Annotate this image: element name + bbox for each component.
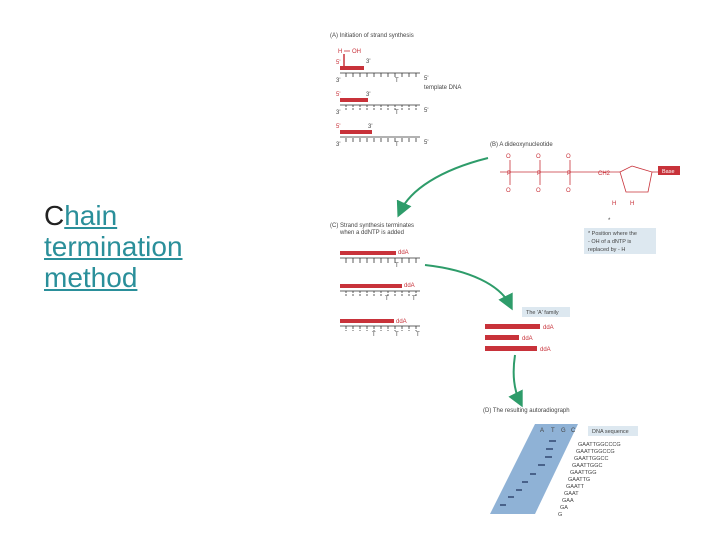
family-ddA-1: ddA [543, 325, 554, 331]
seq-2: GAATTGGCC [574, 456, 608, 462]
seq-10: G [558, 512, 562, 518]
panel-c-heading-1: (C) Strand synthesis terminates [330, 223, 414, 229]
title-word-termination[interactable]: termination [44, 231, 183, 262]
base-label: Base [662, 169, 675, 175]
atom-o-2: O [536, 154, 541, 160]
arrow-c-to-family [424, 264, 513, 311]
strand-1: 5' 3' 3' T 5' template DNA [336, 59, 461, 91]
c-t-6: T [416, 332, 420, 338]
strand-1-left: 3' [336, 78, 340, 84]
title-word-chain[interactable]: hain [64, 200, 118, 231]
atom-o-5: O [536, 188, 541, 194]
label-oh: OH [352, 49, 361, 55]
note-box [584, 228, 656, 254]
seq-3: GAATTGGC [572, 463, 602, 469]
note-line-1: * Position where the [588, 231, 637, 237]
atom-h-2: H [630, 201, 634, 207]
strand-2-left: 3' [336, 110, 340, 116]
strand-3-three: 3' [368, 124, 372, 130]
c-ddA-1: ddA [398, 250, 409, 256]
strand-2-end: 5' [424, 108, 428, 114]
panel-b: (B) A dideoxynucleotide O O O P P P O O … [490, 142, 680, 254]
c-t-1: T [395, 263, 399, 269]
atom-o-6: O [566, 188, 571, 194]
seq-4: GAATTGG [570, 470, 596, 476]
sequence-list: GAATTGGCCCG GAATTGGCCG GAATTGGCC GAATTGG… [558, 442, 621, 518]
panel-b-heading: (B) A dideoxynucleotide [490, 142, 553, 148]
seq-7: GAAT [564, 491, 579, 497]
strand-1-t: T [395, 78, 399, 84]
atom-o-1: O [506, 154, 511, 160]
strand-3-t: T [395, 142, 399, 148]
atom-ch2: CH2 [598, 171, 611, 177]
gel [490, 424, 578, 514]
arrow-family-to-d [508, 354, 523, 408]
strand-3-left: 3' [336, 142, 340, 148]
strand-3: 5' 3' 3' T 5' [336, 124, 428, 148]
seq-0: GAATTGGCCCG [578, 442, 621, 448]
arrow-a-to-c [396, 157, 489, 218]
family-ddA-3: ddA [540, 347, 551, 353]
panel-a-heading: (A) Initiation of strand synthesis [330, 33, 414, 39]
strand-1-three: 3' [366, 59, 370, 65]
strand-3-end: 5' [424, 140, 428, 146]
atom-h-1: H [612, 201, 616, 207]
label-h: H [338, 49, 342, 55]
seq-heading-box [588, 426, 638, 436]
seq-6: GAATT [566, 484, 585, 490]
strand-2: 5' 3' 3' T 5' [336, 92, 428, 116]
strand-2-t: T [395, 110, 399, 116]
family-label: The 'A' family [526, 310, 559, 316]
title-word-method[interactable]: method [44, 262, 138, 293]
c-ddA-2: ddA [404, 283, 415, 289]
atom-o-4: O [506, 188, 511, 194]
strand-1-five: 5' [336, 60, 340, 66]
strand-2-three: 3' [366, 92, 370, 98]
strand-2-five: 5' [336, 92, 340, 98]
c-t-4: T [372, 332, 376, 338]
seq-9: GA [560, 505, 568, 511]
seq-1: GAATTGGCCG [576, 449, 615, 455]
panel-d: (D) The resulting autoradiograph A T G C… [483, 408, 638, 518]
strand-1-end: 5' [424, 76, 428, 82]
base-box [658, 166, 680, 175]
seq-heading: DNA sequence [592, 429, 629, 435]
lane-g: G [561, 428, 566, 434]
note-line-3: replaced by - H [588, 247, 625, 253]
lane-c: C [571, 428, 576, 434]
family-label-box [522, 307, 570, 317]
lane-a: A [540, 428, 544, 434]
family-ddA-2: ddA [522, 336, 533, 342]
note-line-2: - OH of a dNTP is [588, 239, 632, 245]
panel-a: (A) Initiation of strand synthesis H OH … [330, 33, 461, 148]
atom-p-1: P [507, 171, 511, 177]
c-ddA-3: ddA [396, 319, 407, 325]
c-t-3: T [412, 296, 416, 302]
lane-t: T [551, 428, 555, 434]
strand-3-five: 5' [336, 124, 340, 130]
c-t-2: T [385, 296, 389, 302]
atom-p-2: P [537, 171, 541, 177]
atom-o-3: O [566, 154, 571, 160]
seq-5: GAATTG [568, 477, 590, 483]
star-mark: * [608, 218, 611, 224]
a-family: The 'A' family ddA ddA ddA [485, 307, 570, 353]
c-t-5: T [395, 332, 399, 338]
seq-8: GAA [562, 498, 574, 504]
panel-c-heading-2: when a ddNTP is added [339, 230, 404, 236]
template-dna-label: template DNA [424, 85, 461, 91]
panel-d-heading: (D) The resulting autoradiograph [483, 408, 570, 414]
panel-c: (C) Strand synthesis terminates when a d… [330, 223, 420, 338]
slide-title: Chain termination method [44, 200, 183, 293]
title-first-letter: C [44, 200, 65, 231]
atom-p-3: P [567, 171, 571, 177]
